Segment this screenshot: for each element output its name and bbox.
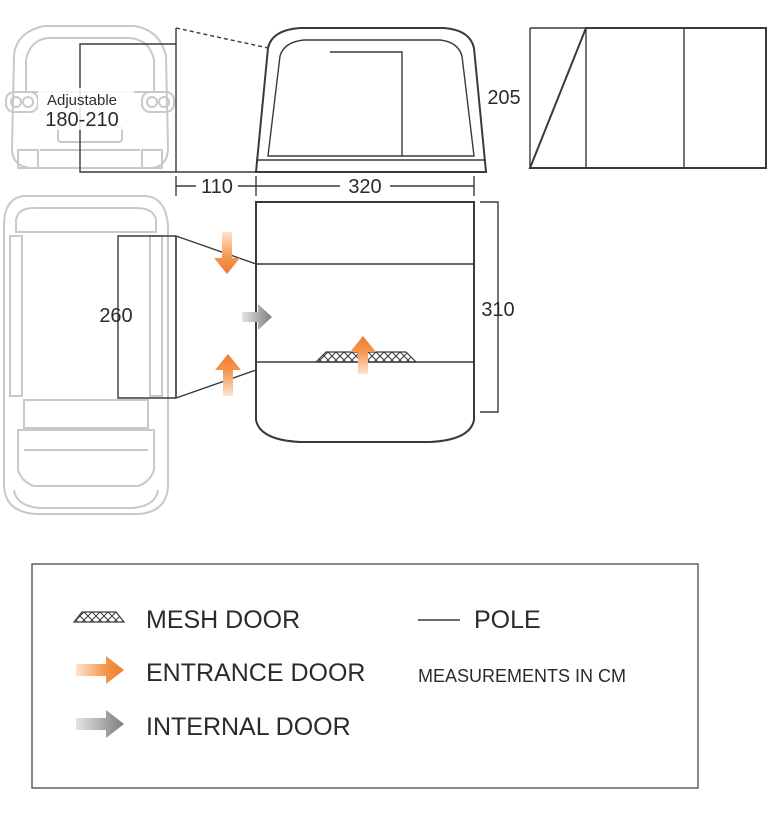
legend-entrance-door: ENTRANCE DOOR: [146, 659, 365, 687]
entrance-door-arrow-bottom: [215, 354, 241, 396]
van-front-view: [5, 25, 175, 169]
entrance-door-arrow-top: [214, 232, 240, 274]
van-top-view: [3, 195, 169, 515]
adjustable-range-label: 180-210: [45, 109, 118, 131]
tent-front-view: [175, 27, 488, 173]
tent-width-label: 320: [348, 176, 381, 198]
mesh-door-icon: [72, 611, 126, 623]
internal-door-arrow-icon: [76, 710, 124, 738]
tent-top-view: [117, 201, 499, 443]
legend-pole: POLE: [474, 606, 541, 634]
measurements-note: MEASUREMENTS IN CM: [418, 666, 626, 686]
width-dimension-line: [175, 176, 475, 196]
legend-mesh-door: MESH DOOR: [146, 606, 300, 634]
entrance-door-arrow-rear: [350, 336, 376, 374]
legend-internal-door: INTERNAL DOOR: [146, 713, 351, 741]
tent-depth-label: 310: [481, 299, 514, 321]
connector-width-label: 260: [99, 305, 132, 327]
legend-box: [31, 563, 699, 789]
connector-length-label: 110: [201, 176, 233, 198]
entrance-door-arrow-icon: [76, 656, 124, 684]
height-label: 205: [487, 87, 520, 109]
internal-door-arrow-top-view: [242, 304, 272, 330]
tent-side-view: [528, 27, 767, 169]
adjustable-label: Adjustable: [47, 92, 117, 109]
